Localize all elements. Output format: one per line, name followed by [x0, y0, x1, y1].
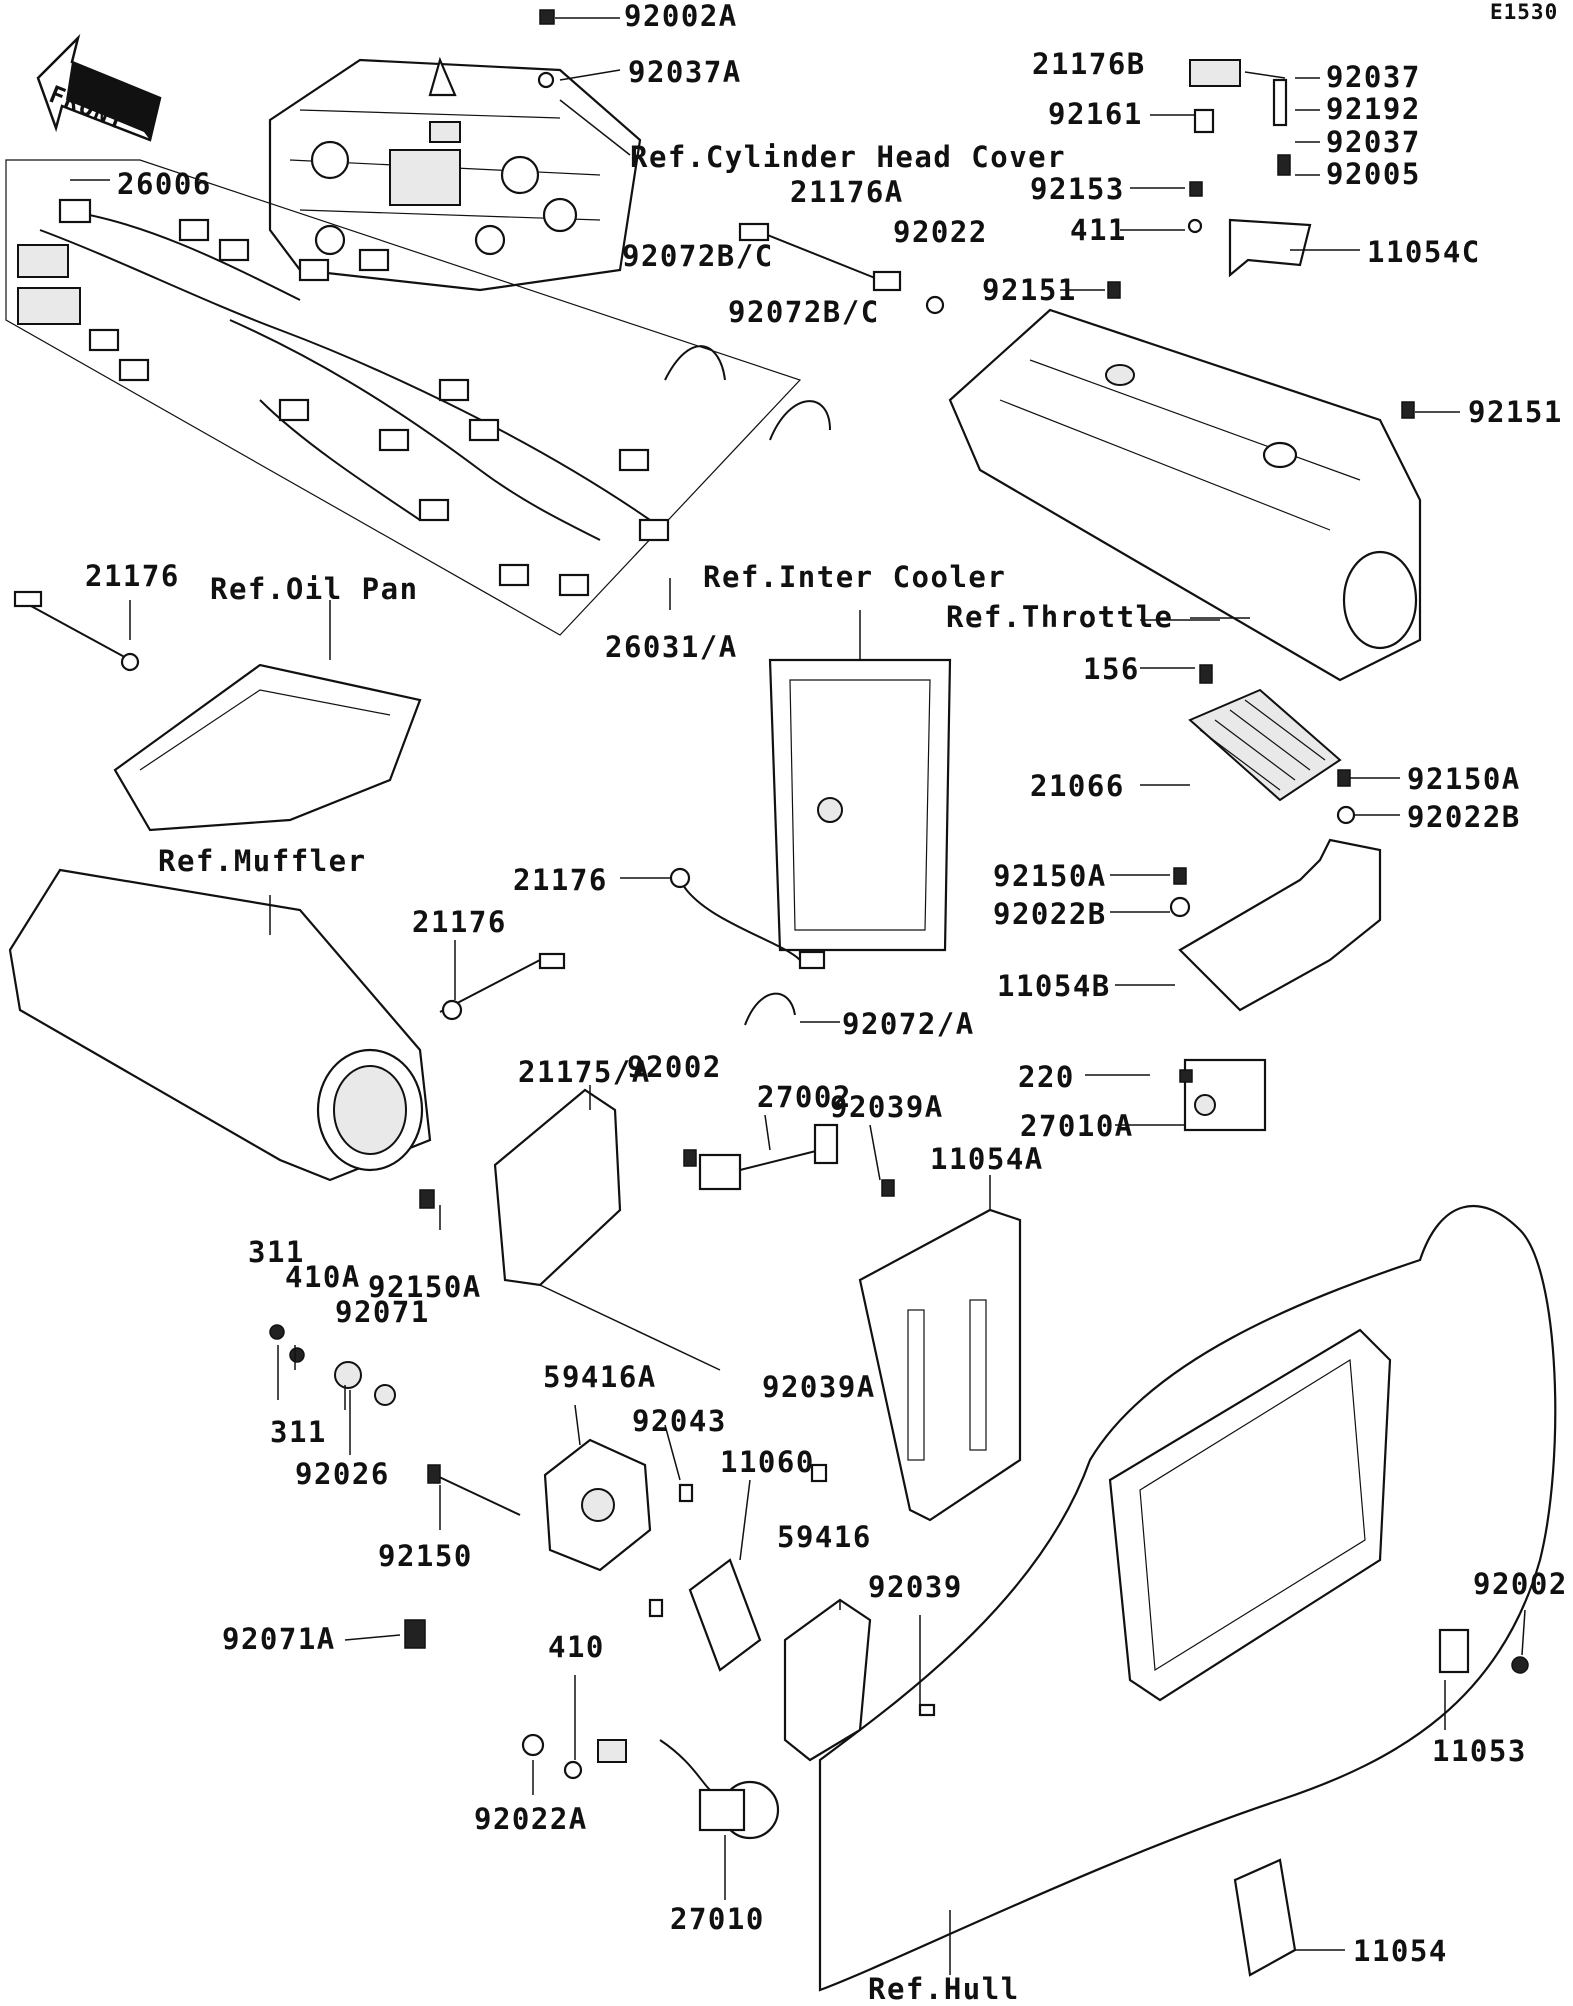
part-label-92161[interactable]: 92161 [1048, 97, 1143, 131]
part-label-92150[interactable]: 92150 [378, 1539, 473, 1573]
part-label-220[interactable]: 220 [1018, 1060, 1075, 1094]
part-label-21176-mid[interactable]: 21176 [513, 863, 608, 897]
bracket-11054B-drawing [1178, 838, 1382, 1012]
sensor-21176A-drawing [738, 222, 945, 315]
part-label-27010[interactable]: 27010 [670, 1902, 765, 1936]
part-label-92022A[interactable]: 92022A [474, 1802, 588, 1836]
part-label-27010A[interactable]: 27010A [1020, 1109, 1134, 1143]
ref-hull: Ref.Hull [868, 1972, 1020, 2006]
part-label-92192[interactable]: 92192 [1326, 92, 1421, 126]
part-label-26031A[interactable]: 26031/A [605, 630, 738, 664]
clamps-92072-drawing [664, 345, 831, 1026]
part-label-11053[interactable]: 11053 [1432, 1734, 1527, 1768]
oil-pan-drawing [13, 590, 422, 832]
ecu-21175-drawing [493, 1088, 622, 1287]
ref-throttle: Ref.Throttle [946, 600, 1174, 634]
part-label-92022[interactable]: 92022 [893, 215, 988, 249]
part-label-59416A[interactable]: 59416A [543, 1360, 657, 1394]
part-label-92151-mid[interactable]: 92151 [982, 273, 1077, 307]
gasket-11060-drawing [688, 1558, 762, 1672]
part-label-92072BC-1[interactable]: 92072B/C [622, 239, 774, 273]
bracket-11054C-drawing [1189, 59, 1312, 278]
part-label-410A[interactable]: 410A [285, 1260, 361, 1294]
hull-drawing [818, 1204, 1557, 1992]
part-label-26006[interactable]: 26006 [117, 167, 212, 201]
sensor-21176-mid-drawing [669, 867, 826, 970]
leader-lines [70, 17, 1526, 1975]
ref-oil-pan: Ref.Oil Pan [210, 572, 419, 606]
part-label-92150A-left[interactable]: 92150A [368, 1270, 482, 1304]
ref-cylinder-head-cover: Ref.Cylinder Head Cover [630, 140, 1067, 174]
intake-manifold-drawing [948, 308, 1422, 682]
part-label-92005[interactable]: 92005 [1326, 157, 1421, 191]
part-label-11054C[interactable]: 11054C [1367, 235, 1481, 269]
part-label-92072BC-2[interactable]: 92072B/C [728, 295, 880, 329]
part-label-92022B-mid[interactable]: 92022B [993, 897, 1107, 931]
part-label-21176-top[interactable]: 21176 [85, 559, 180, 593]
part-label-311-bot[interactable]: 311 [270, 1415, 327, 1449]
part-label-92071[interactable]: 92071 [335, 1295, 430, 1329]
cover-59416A-drawing [543, 1438, 652, 1572]
part-label-21176A[interactable]: 21176A [790, 175, 904, 209]
part-label-92043[interactable]: 92043 [632, 1404, 727, 1438]
part-label-92071A[interactable]: 92071A [222, 1622, 336, 1656]
part-label-92002A[interactable]: 92002A [624, 0, 738, 33]
part-label-410[interactable]: 410 [548, 1630, 605, 1664]
part-label-11060[interactable]: 11060 [720, 1445, 815, 1479]
wiring-harness-drawing [5, 159, 802, 636]
muffler-drawing [8, 868, 566, 1182]
part-label-156[interactable]: 156 [1083, 652, 1140, 686]
sensor-27010-drawing [597, 1739, 780, 1840]
part-label-59416[interactable]: 59416 [777, 1520, 872, 1554]
part-label-92150A-mid[interactable]: 92150A [993, 859, 1107, 893]
sensor-27010A-drawing [1183, 1058, 1267, 1132]
part-label-11054A[interactable]: 11054A [930, 1142, 1044, 1176]
part-label-411[interactable]: 411 [1070, 213, 1127, 247]
part-label-92150A-right[interactable]: 92150A [1407, 762, 1521, 796]
cylinder-head-cover-drawing [268, 56, 642, 292]
regulator-21066-drawing [1188, 688, 1342, 802]
part-label-92037A[interactable]: 92037A [628, 55, 742, 89]
part-label-92039A-mid[interactable]: 92039A [762, 1370, 876, 1404]
part-label-21066[interactable]: 21066 [1030, 769, 1125, 803]
part-label-92037-mid[interactable]: 92037 [1326, 125, 1421, 159]
part-label-92026[interactable]: 92026 [295, 1457, 390, 1491]
part-label-92153[interactable]: 92153 [1030, 172, 1125, 206]
part-label-27002[interactable]: 27002 [757, 1080, 852, 1114]
intercooler-drawing [768, 658, 952, 952]
part-label-11054B[interactable]: 11054B [997, 969, 1111, 1003]
part-label-311-top[interactable]: 311 [248, 1235, 305, 1269]
sensor-27002-drawing [698, 1123, 839, 1191]
part-label-92002[interactable]: 92002 [627, 1050, 722, 1084]
bolt-92150-drawing [427, 1464, 521, 1516]
part-label-11054[interactable]: 11054 [1353, 1934, 1448, 1968]
part-label-21176-low[interactable]: 21176 [412, 905, 507, 939]
ref-muffler: Ref.Muffler [158, 844, 367, 878]
part-label-21175A[interactable]: 21175/A [518, 1055, 651, 1089]
part-label-92022B-right[interactable]: 92022B [1407, 800, 1521, 834]
part-label-92039A-top[interactable]: 92039A [830, 1090, 944, 1124]
front-arrow-icon [36, 33, 162, 142]
small-hardware-drawing [269, 9, 1529, 1977]
part-label-21176B[interactable]: 21176B [1032, 47, 1146, 81]
part-label-92151-right[interactable]: 92151 [1468, 395, 1563, 429]
ref-inter-cooler: Ref.Inter Cooler [703, 560, 1007, 594]
part-label-92072A[interactable]: 92072/A [842, 1007, 975, 1041]
part-label-92039[interactable]: 92039 [868, 1570, 963, 1604]
bracket-11054A-drawing [858, 1208, 1022, 1522]
part-label-92002-right[interactable]: 92002 [1473, 1567, 1568, 1601]
diagram-code: E1530 [1490, 0, 1559, 24]
part-label-92037-top[interactable]: 92037 [1326, 60, 1421, 94]
